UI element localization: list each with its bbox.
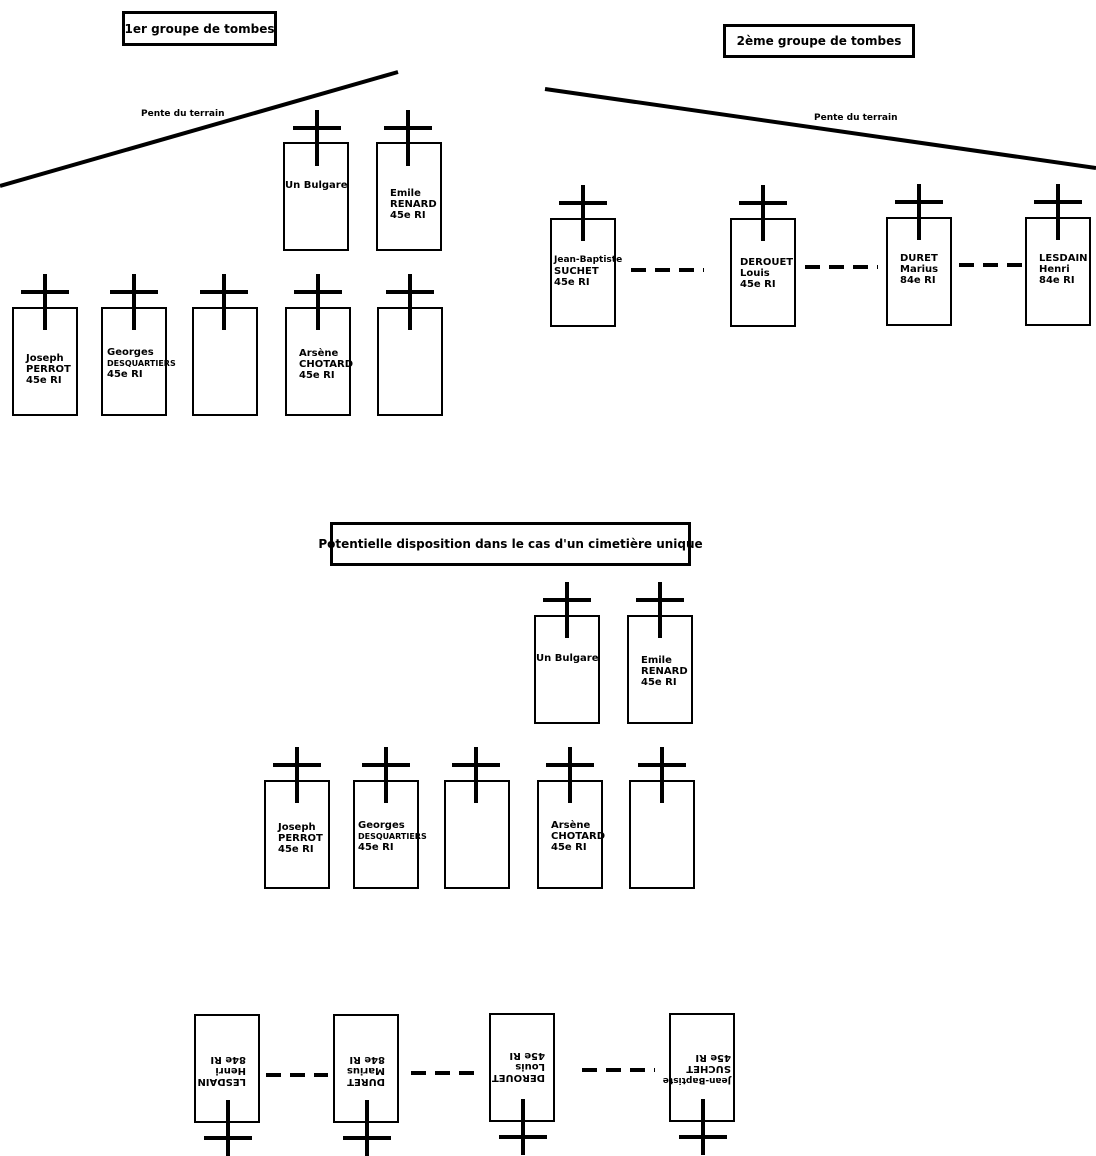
grave-empty-unique-1 bbox=[444, 780, 510, 889]
grave-empty-1 bbox=[192, 307, 258, 416]
unique-title: Potentielle disposition dans le cas d'un… bbox=[318, 522, 703, 566]
slope-line-group1 bbox=[0, 70, 399, 188]
grave-bulgare: Un Bulgare bbox=[283, 142, 349, 251]
slope-label-group1: Pente du terrain bbox=[141, 109, 225, 119]
slope-line-group2 bbox=[544, 87, 1096, 170]
grave-empty-2 bbox=[377, 307, 443, 416]
grave-label: Un Bulgare bbox=[285, 180, 348, 191]
grave-bulgare-unique: Un Bulgare bbox=[534, 615, 600, 724]
group2-title: 2ème groupe de tombes bbox=[723, 24, 915, 58]
grave-empty-unique-2 bbox=[629, 780, 695, 889]
slope-label-group2: Pente du terrain bbox=[814, 113, 898, 123]
grave-label: Un Bulgare bbox=[536, 653, 599, 664]
group1-title: 1er groupe de tombes bbox=[122, 11, 277, 46]
